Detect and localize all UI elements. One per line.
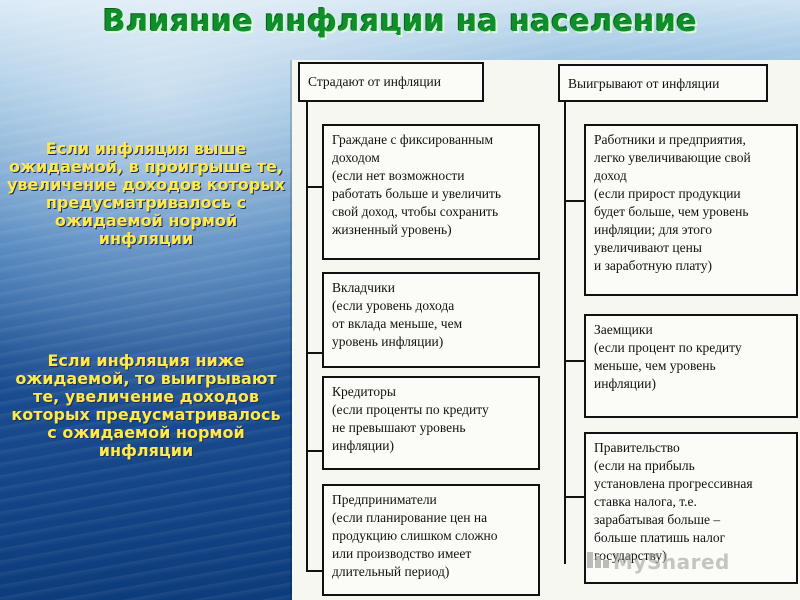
right-spine bbox=[564, 102, 566, 564]
right-item-government: Правительство (если на прибыль установле… bbox=[584, 432, 798, 584]
right-branch-1 bbox=[564, 200, 586, 202]
watermark-text: MyShared bbox=[613, 550, 730, 574]
left-branch-2 bbox=[306, 352, 324, 354]
right-item-borrowers: Заемщики (если процент по кредиту меньше… bbox=[584, 314, 798, 418]
slide-title: Влияние инфляции на население bbox=[102, 4, 698, 39]
left-branch-1 bbox=[306, 186, 324, 188]
left-branch-3 bbox=[306, 450, 324, 452]
right-item-workers-enterprises: Работники и предприятия, легко увеличива… bbox=[584, 124, 798, 296]
left-item-creditors: Кредиторы (если проценты по кредиту не п… bbox=[322, 376, 540, 470]
left-branch-4 bbox=[306, 570, 324, 572]
left-item-depositors: Вкладчики (если уровень дохода от вклада… bbox=[322, 272, 540, 368]
left-item-fixed-income: Граждане с фиксированным доходом (если н… bbox=[322, 124, 540, 260]
left-spine bbox=[306, 102, 308, 572]
left-text-higher-inflation: Если инфляция выше ожидаемой, в проигрыш… bbox=[6, 139, 286, 248]
watermark-logo-icon bbox=[587, 552, 609, 568]
right-branch-2 bbox=[564, 360, 586, 362]
right-header-box: Выигрывают от инфляции bbox=[558, 64, 768, 102]
diagram-panel: Страдают от инфляции Выигрывают от инфля… bbox=[292, 60, 800, 600]
left-header-box: Страдают от инфляции bbox=[298, 62, 484, 102]
right-branch-3 bbox=[564, 496, 586, 498]
left-item-entrepreneurs: Предприниматели (если планирование цен н… bbox=[322, 484, 540, 596]
left-text-lower-inflation: Если инфляция ниже ожидаемой, то выигрыв… bbox=[11, 351, 281, 460]
